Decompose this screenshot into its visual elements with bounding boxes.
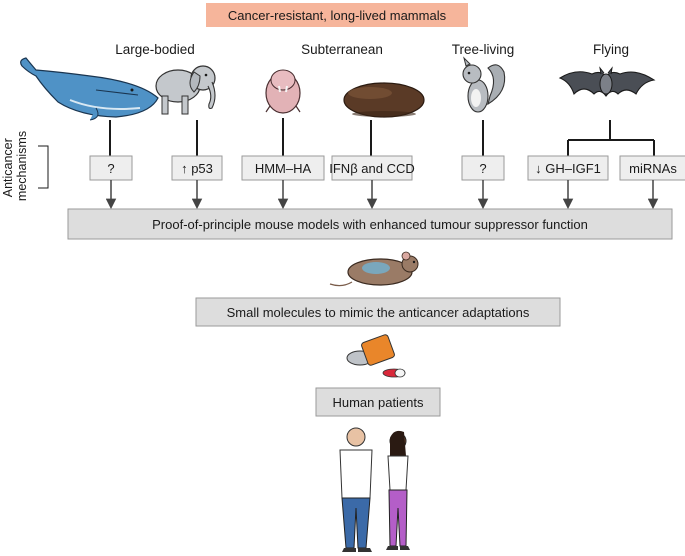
group-label-subterranean: Subterranean [301,42,383,57]
mechanism-label-5: ? [479,161,486,176]
mouse-model-label: Proof-of-principle mouse models with enh… [152,217,588,232]
connector-bat-split [567,120,655,156]
mechanism-box-5: ? [461,155,505,181]
animal-connectors [109,118,655,156]
mechanism-arrows [105,180,659,210]
human-patients-label: Human patients [332,395,424,410]
elephant-icon [155,65,216,115]
svg-text:↓ GH–IGF1: ↓ GH–IGF1 [535,161,601,176]
mouse-model-box: Proof-of-principle mouse models with enh… [67,208,673,240]
mouse-icon [329,251,419,287]
mechanism-arrow-6: ↓ [535,161,542,176]
mechanism-label-3: HMM–HA [255,161,312,176]
human-patients-box: Human patients [315,387,441,417]
naked-mole-rat-icon [265,69,301,114]
mechanism-box-6: ↓ GH–IGF1 [527,155,609,181]
whale-icon [20,57,159,121]
mechanism-box-3: HMM–HA [241,155,325,181]
mechanism-box-2: ↑ p53 [171,155,223,181]
human-man-icon [339,427,373,552]
group-label-flying: Flying [593,42,629,57]
small-molecules-box: Small molecules to mimic the anticancer … [195,297,561,327]
squirrel-icon [462,56,506,113]
mechanism-box-1: ? [89,155,133,181]
mechanism-arrow-2: ↑ [181,161,188,176]
mechanism-box-4: IFNβ and CCD [329,155,415,181]
title-box [206,3,468,27]
group-label-large-bodied: Large-bodied [115,42,195,57]
svg-text:↑ p53: ↑ p53 [181,161,213,176]
title-text: Cancer-resistant, long-lived mammals [228,8,447,23]
side-label: Anticancer mechanisms [1,131,29,201]
blind-mole-rat-icon [343,82,425,118]
mechanism-box-7: miRNAs [619,155,685,181]
small-molecules-label: Small molecules to mimic the anticancer … [227,305,530,320]
group-label-tree-living: Tree-living [452,42,515,57]
bat-icon [558,66,656,97]
mechanism-label-1: ? [107,161,114,176]
human-woman-icon [386,430,410,550]
mechanism-label-2: p53 [191,161,213,176]
mechanism-label-7: miRNAs [629,161,677,176]
side-label-line-1: Anticancer [1,138,15,197]
side-bracket [38,145,49,189]
pills-icon [346,334,406,378]
side-label-line-2: mechanisms [15,131,29,201]
mechanism-label-4: IFNβ and CCD [329,161,415,176]
mechanism-label-6: GH–IGF1 [545,161,601,176]
